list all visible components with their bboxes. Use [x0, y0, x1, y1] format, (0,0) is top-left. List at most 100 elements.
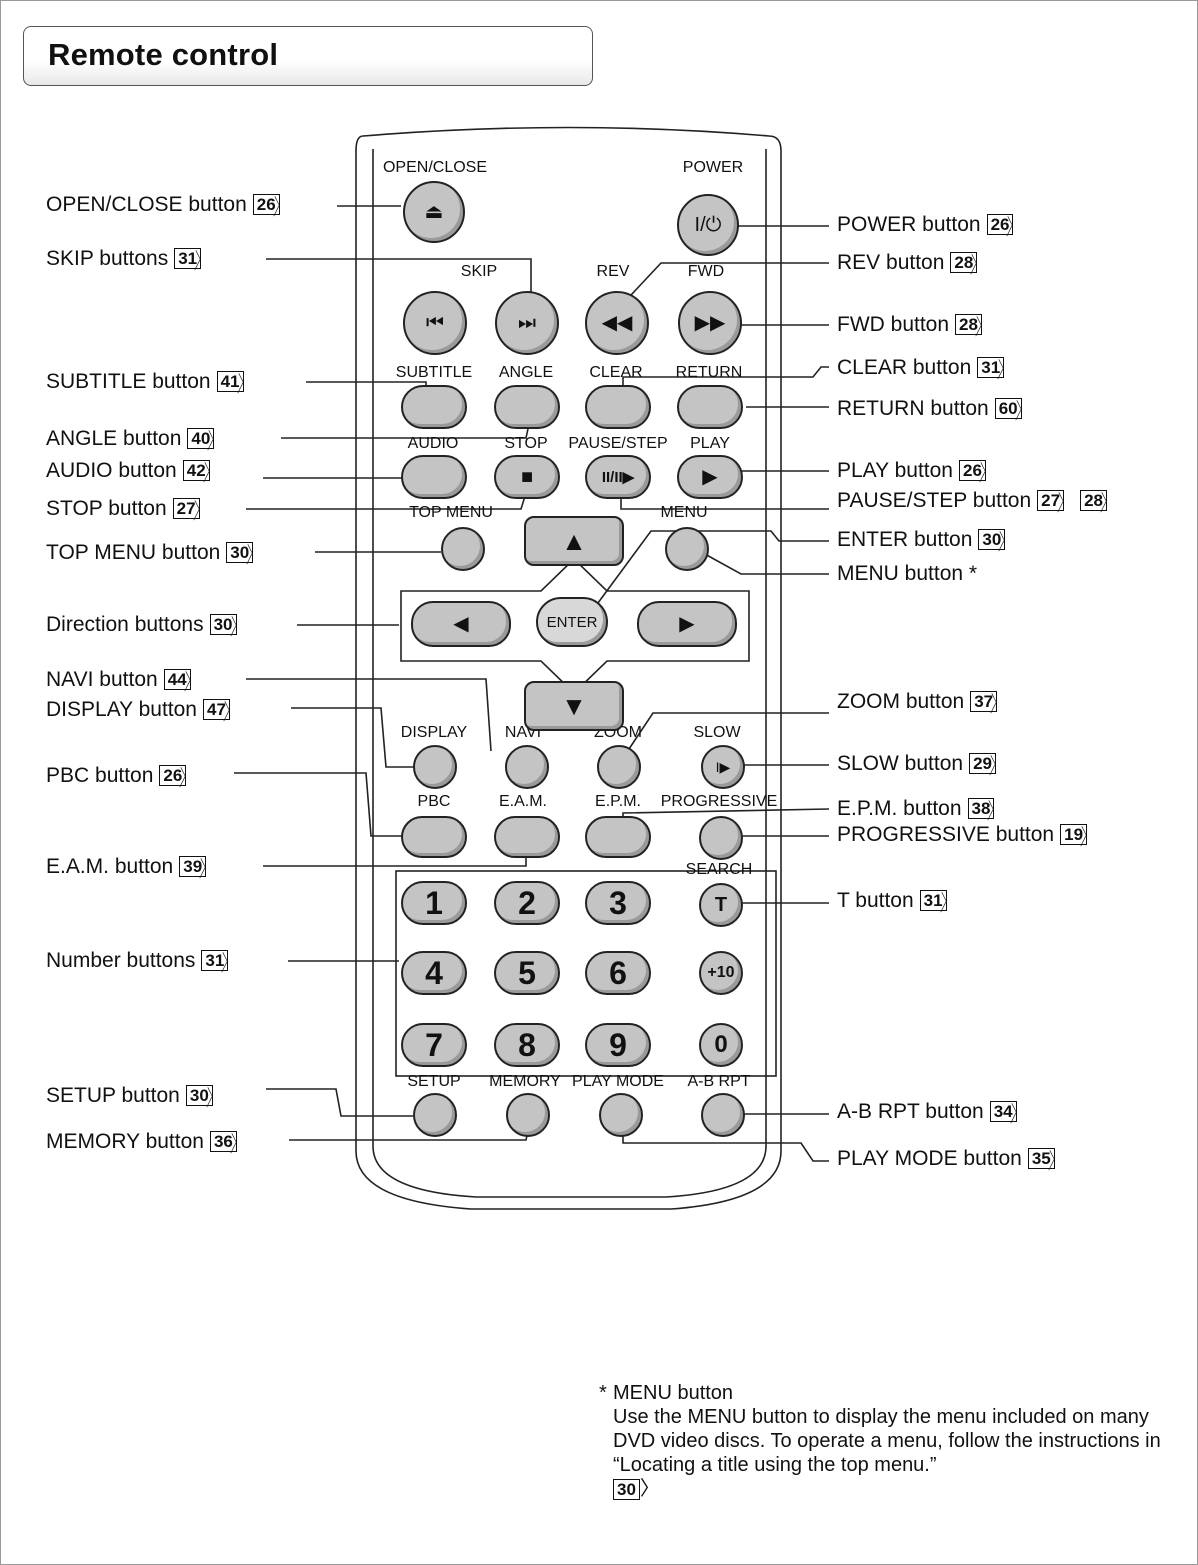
callout-text: OPEN/CLOSE button: [46, 193, 247, 216]
enter-button[interactable]: ENTER: [536, 597, 608, 647]
label-power: POWER: [682, 159, 744, 176]
number-button-9[interactable]: 9: [585, 1023, 651, 1067]
skip-back-button[interactable]: ⏮: [403, 291, 467, 355]
ab-rpt-button[interactable]: [701, 1093, 745, 1137]
slow-button[interactable]: I▶: [701, 745, 745, 789]
navi-button[interactable]: [505, 745, 549, 789]
label-return: RETURN: [675, 364, 743, 381]
audio-button[interactable]: [401, 455, 467, 499]
open-close-button[interactable]: ⏏: [403, 181, 465, 243]
play-mode-button[interactable]: [599, 1093, 643, 1137]
page-ref-badge: 30: [185, 1085, 213, 1106]
skip-forward-button[interactable]: ⏭: [495, 291, 559, 355]
number-button-8[interactable]: 8: [494, 1023, 560, 1067]
right-callout-8: MENU button *: [837, 562, 977, 586]
setup-button[interactable]: [413, 1093, 457, 1137]
pbc-button[interactable]: [401, 816, 467, 858]
page-ref-badge: 26: [159, 765, 187, 786]
callout-text: DISPLAY button: [46, 698, 197, 721]
label-eam: E.A.M.: [498, 793, 548, 810]
number-button-1[interactable]: 1: [401, 881, 467, 925]
footnote-body: Use the MENU button to display the menu …: [613, 1406, 1161, 1476]
footnote-heading: MENU button: [613, 1382, 734, 1404]
page-ref-badge: 30: [209, 614, 237, 635]
label-memory: MEMORY: [489, 1073, 561, 1090]
section-title: Remote control: [48, 37, 279, 72]
enter-label: ENTER: [546, 613, 598, 631]
power-button[interactable]: I/⏻: [677, 194, 739, 256]
display-button[interactable]: [413, 745, 457, 789]
number-4-label: 4: [425, 954, 443, 991]
zoom-button[interactable]: [597, 745, 641, 789]
number-pad-frame: [395, 870, 777, 1077]
page-ref-badge: 28: [1080, 490, 1108, 511]
subtitle-button[interactable]: [401, 385, 467, 429]
number-button-7[interactable]: 7: [401, 1023, 467, 1067]
callout-text: MENU button *: [837, 562, 978, 585]
pause-step-button[interactable]: II/II▶: [585, 455, 651, 499]
menu-button[interactable]: [665, 527, 709, 571]
number-button-5[interactable]: 5: [494, 951, 560, 995]
rewind-icon: ◀◀: [601, 312, 633, 334]
callout-text: PROGRESSIVE button: [837, 823, 1055, 846]
number-button-0[interactable]: 0: [699, 1023, 743, 1067]
page-ref-badge: 19: [1060, 824, 1088, 845]
plus10-button[interactable]: +10: [699, 951, 743, 995]
number-button-3[interactable]: 3: [585, 881, 651, 925]
down-button[interactable]: ▼: [524, 681, 624, 731]
angle-button[interactable]: [494, 385, 560, 429]
label-fwd: FWD: [687, 263, 725, 280]
label-skip: SKIP: [460, 263, 498, 280]
page-ref-badge: 31: [201, 950, 229, 971]
eam-button[interactable]: [494, 816, 560, 858]
label-menu: MENU: [660, 504, 708, 521]
play-icon: ▶: [702, 466, 718, 488]
stop-icon: ■: [520, 466, 534, 488]
left-button[interactable]: ◀: [411, 601, 511, 647]
play-button[interactable]: ▶: [677, 455, 743, 499]
callout-text: MEMORY button: [46, 1130, 204, 1153]
page-ref-badge: 31: [919, 890, 947, 911]
top-menu-button[interactable]: [441, 527, 485, 571]
page-ref-badge: 27: [172, 498, 200, 519]
section-title-box: Remote control: [23, 26, 593, 86]
callout-text: FWD button: [837, 313, 950, 336]
number-button-6[interactable]: 6: [585, 951, 651, 995]
rev-button[interactable]: ◀◀: [585, 291, 649, 355]
number-button-4[interactable]: 4: [401, 951, 467, 995]
page-ref-badge: 34: [989, 1101, 1017, 1122]
callout-text: PAUSE/STEP button: [837, 489, 1032, 512]
number-button-2[interactable]: 2: [494, 881, 560, 925]
skip-back-icon: ⏮: [426, 312, 444, 334]
right-button[interactable]: ▶: [637, 601, 737, 647]
progressive-button[interactable]: [699, 816, 743, 860]
up-button[interactable]: ▲: [524, 516, 624, 566]
callout-text: POWER button: [837, 213, 981, 236]
callout-text: PLAY MODE button: [837, 1147, 1022, 1170]
return-button[interactable]: [677, 385, 743, 429]
fwd-button[interactable]: ▶▶: [678, 291, 742, 355]
label-clear: CLEAR: [589, 364, 643, 381]
clear-button[interactable]: [585, 385, 651, 429]
epm-button[interactable]: [585, 816, 651, 858]
label-open-close: OPEN/CLOSE: [382, 159, 488, 176]
arrow-right-icon: ▶: [679, 613, 695, 635]
memory-button[interactable]: [506, 1093, 550, 1137]
label-play: PLAY: [690, 435, 730, 452]
callout-text: RETURN button: [837, 397, 989, 420]
t-button[interactable]: T: [699, 883, 743, 927]
label-rev: REV: [596, 263, 630, 280]
stop-button[interactable]: ■: [494, 455, 560, 499]
